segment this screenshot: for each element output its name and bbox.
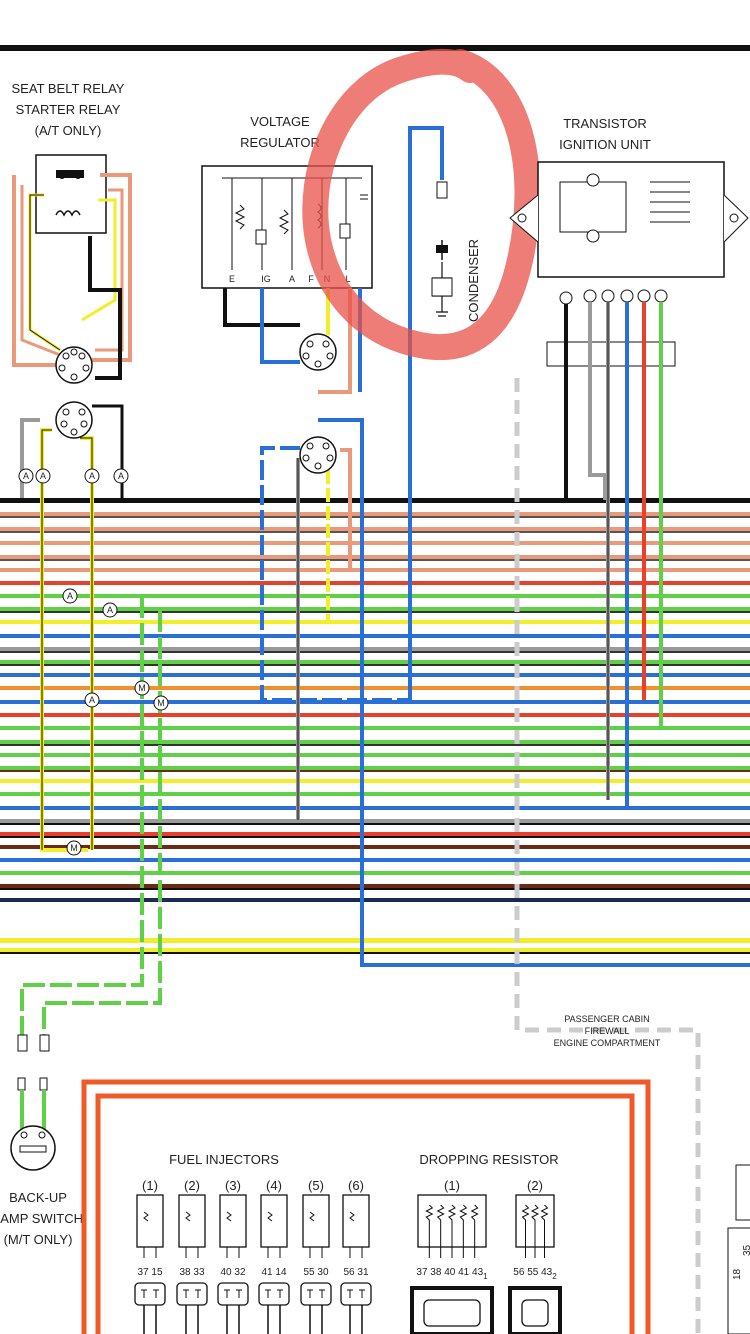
firewall-label-1: PASSENGER CABIN — [564, 1014, 649, 1024]
marker-a-7: A — [89, 695, 95, 705]
harness-bus — [0, 498, 750, 954]
injector-pins: 37 15 — [137, 1267, 162, 1278]
annotation-circle — [302, 48, 541, 361]
resistor-label: (2) — [527, 1178, 543, 1193]
firewall-label-2: FIREWALL — [585, 1026, 630, 1036]
injector-label: (4) — [266, 1178, 282, 1193]
fuel-injector-6: (6) 56 31 — [340, 1178, 372, 1334]
marker-a-2: A — [40, 471, 46, 481]
resistor-pins: 37 38 40 41 431 — [416, 1267, 488, 1281]
resistor-label: (1) — [444, 1178, 460, 1193]
injector-label: (2) — [184, 1178, 200, 1193]
fuel-injector-2: (2) 38 33 — [176, 1178, 208, 1334]
voltage-regulator-connector — [299, 333, 337, 371]
marker-m-2: M — [138, 683, 146, 693]
reg-terminal-ig: IG — [261, 274, 271, 284]
seat-belt-relay-label-1: SEAT BELT RELAY — [12, 81, 125, 96]
fuel-injector-3: (3) 40 32 — [217, 1178, 249, 1334]
dropping-resistor-1: (1) 37 38 40 41 431 — [410, 1178, 494, 1334]
firewall-label-3: ENGINE COMPARTMENT — [554, 1038, 661, 1048]
dropping-resistor-group: (1) 37 38 40 41 431 (2) 56 55 432 — [410, 1178, 562, 1334]
marker-a-4: A — [118, 471, 124, 481]
injector-label: (3) — [225, 1178, 241, 1193]
edge-component: 18 35 — [727, 1164, 750, 1334]
transistor-label-2: IGNITION UNIT — [559, 137, 651, 152]
backup-switch-label-3: (M/T ONLY) — [4, 1232, 73, 1247]
fuel-injectors-label: FUEL INJECTORS — [169, 1152, 279, 1167]
marker-a-6: A — [107, 605, 113, 615]
marker-m-1: M — [70, 843, 78, 853]
injector-label: (6) — [348, 1178, 364, 1193]
dropping-resistor-label: DROPPING RESISTOR — [419, 1152, 558, 1167]
reg-terminal-f: F — [308, 274, 314, 284]
fuel-injector-1: (1) 37 15 — [134, 1178, 166, 1334]
voltage-regulator: VOLTAGE REGULATOR E IG A F N L — [201, 114, 750, 967]
relay-harness-connector: A A A A A A A M — [18, 401, 129, 856]
marker-a-3: A — [89, 471, 95, 481]
injector-pins: 56 31 — [343, 1267, 368, 1278]
injector-label: (5) — [308, 1178, 324, 1193]
reg-terminal-l: L — [345, 274, 350, 284]
injector-circuit: FUEL INJECTORS DROPPING RESISTOR — [81, 1079, 651, 1334]
injector-label: (1) — [142, 1178, 158, 1193]
transistor-ignition-unit: TRANSISTOR IGNITION UNIT — [509, 116, 749, 806]
fuel-injector-5: (5) 55 30 — [300, 1178, 332, 1334]
edge-pin-35: 35 — [742, 1244, 750, 1256]
transistor-label-1: TRANSISTOR — [563, 116, 647, 131]
edge-pin-18: 18 — [732, 1268, 743, 1280]
marker-a-1: A — [23, 471, 29, 481]
condenser: CONDENSER — [408, 126, 481, 700]
dropping-resistor-2: (2) 56 55 432 — [508, 1178, 562, 1334]
backup-lamp-wiring: M M BACK-UP LAMP SWITCH (M/T ONLY) — [0, 596, 169, 1247]
resistor-pins: 56 55 432 — [513, 1267, 557, 1281]
fuel-injector-4: (4) 41 14 — [258, 1178, 290, 1334]
top-border — [0, 45, 750, 51]
backup-switch-label-2: LAMP SWITCH — [0, 1211, 83, 1226]
seat-belt-relay-label-2: STARTER RELAY — [16, 102, 121, 117]
injector-pins: 55 30 — [303, 1267, 328, 1278]
reg-terminal-e: E — [229, 274, 235, 284]
seat-belt-relay: SEAT BELT RELAY STARTER RELAY (A/T ONLY) — [12, 81, 132, 384]
voltage-regulator-label-1: VOLTAGE — [250, 114, 310, 129]
backup-switch-label-1: BACK-UP — [9, 1190, 67, 1205]
voltage-regulator-label-2: REGULATOR — [240, 135, 320, 150]
condenser-label: CONDENSER — [466, 239, 481, 322]
reg-terminal-a: A — [289, 274, 295, 284]
marker-a-5: A — [67, 591, 73, 601]
seat-belt-relay-label-3: (A/T ONLY) — [35, 123, 102, 138]
injector-pins: 40 32 — [220, 1267, 245, 1278]
injector-pins: 41 14 — [261, 1267, 286, 1278]
injector-pins: 38 33 — [179, 1267, 204, 1278]
fuel-injector-group: (1) 37 15 (2) 38 33 (3) 40 32 (4) 41 14 (5) 55 30… — [134, 1178, 372, 1334]
seat-belt-relay-connector — [55, 346, 93, 384]
marker-m-3: M — [157, 698, 165, 708]
